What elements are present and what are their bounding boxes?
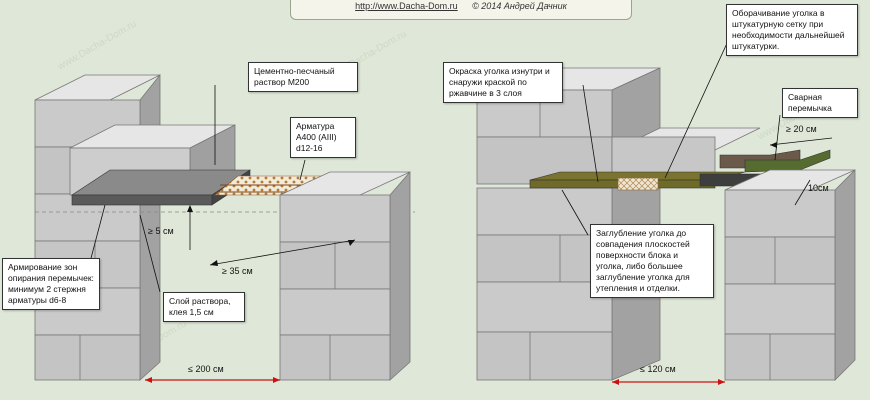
right-wall-right-pillar xyxy=(724,169,856,381)
left-dimensions xyxy=(89,85,356,383)
right-dimensions xyxy=(561,14,833,385)
right-steel-angles xyxy=(529,149,831,191)
dim-5cm: ≥ 5 см xyxy=(148,226,174,236)
dim-120cm: ≤ 120 см xyxy=(640,364,676,374)
watermark-text: www.Dacha-Dom.ru xyxy=(55,19,138,73)
label-recess: Заглубление уголка до совпадения плоскос… xyxy=(590,224,714,298)
dim-20cm: ≥ 20 см xyxy=(786,124,817,134)
label-paint: Окраска уголка изнутри и снаружи краской… xyxy=(443,62,563,103)
label-mortar-layer: Слой раствора, клея 1,5 см xyxy=(163,292,245,322)
label-support-reinforcement: Армирование зон опирания перемычек: мини… xyxy=(2,258,100,310)
left-wall-left-pillar xyxy=(34,73,161,381)
label-wrap: Оборачивание уголка в штукатурную сетку … xyxy=(726,4,858,56)
header-url-link[interactable]: http://www.Dacha-Dom.ru xyxy=(355,1,458,11)
left-wall-right-pillar xyxy=(279,170,411,381)
label-mortar-m200: Цементно-песчаный раствор М200 xyxy=(248,62,358,92)
header-banner: http://www.Dacha-Dom.ru © 2014 Андрей Да… xyxy=(290,0,632,20)
header-copyright: © 2014 Андрей Дачник xyxy=(472,1,567,11)
dim-200cm: ≤ 200 см xyxy=(188,364,224,374)
label-rebar: Арматура А400 (AIII) d12-16 xyxy=(290,117,356,158)
label-welded: Сварная перемычка xyxy=(782,88,858,118)
dim-10cm: 10см xyxy=(808,183,829,193)
dim-35cm: ≥ 35 см xyxy=(222,266,253,276)
